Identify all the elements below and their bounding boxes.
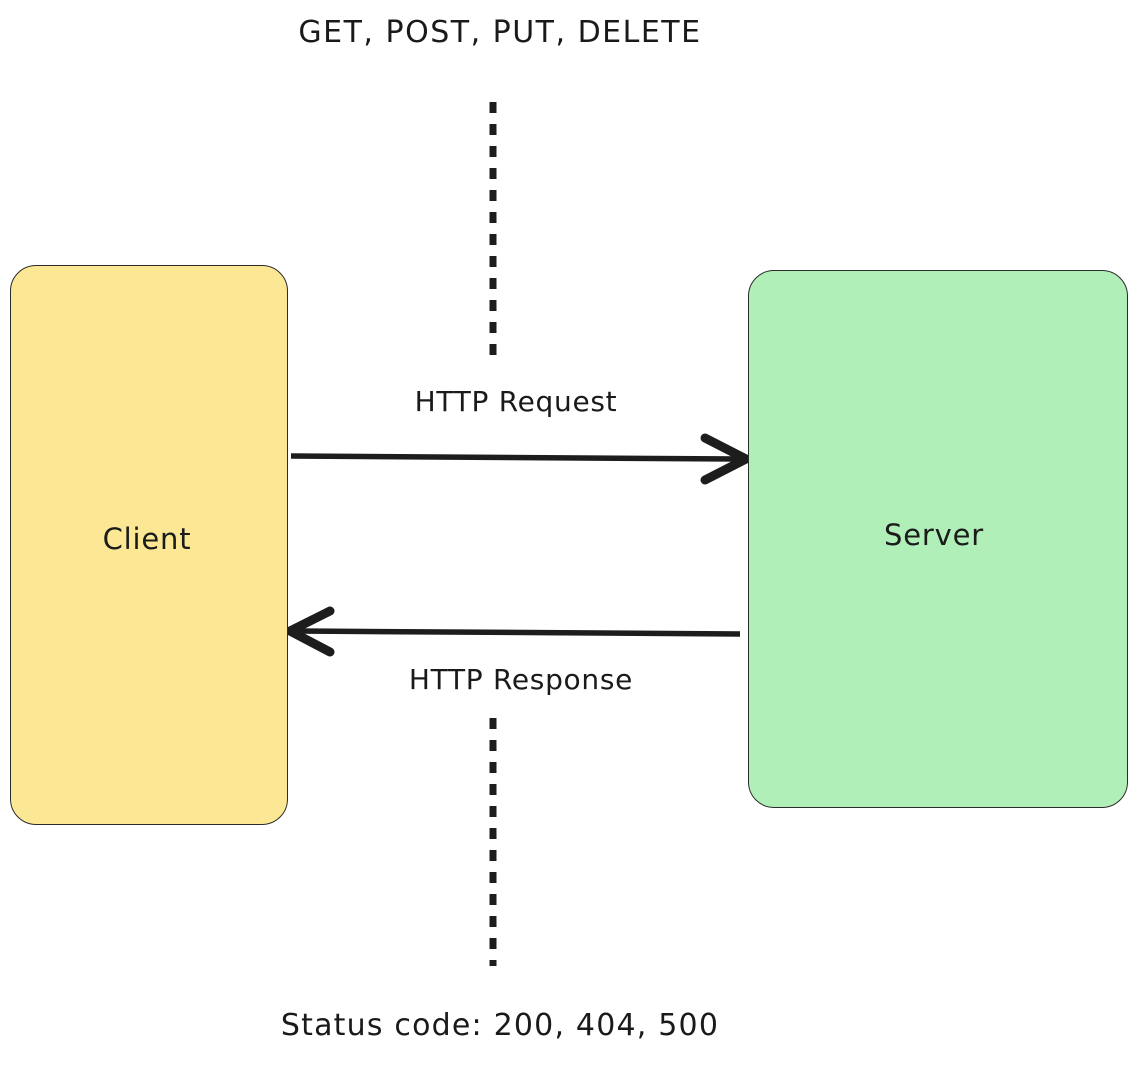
node-client-label: Client xyxy=(102,522,192,556)
node-client[interactable]: Client xyxy=(10,265,288,825)
request-arrow-head xyxy=(700,433,751,485)
node-client-label-wrap: Client xyxy=(103,522,192,556)
status-codes-annotation: Status code: 200, 404, 500 xyxy=(280,1008,720,1043)
edge-label-http-response: HTTP Response xyxy=(408,663,634,696)
node-server-label: Server xyxy=(884,518,984,552)
node-server[interactable]: Server xyxy=(748,270,1128,808)
http-methods-annotation: GET, POST, PUT, DELETE xyxy=(298,15,702,50)
response-arrow-head xyxy=(285,606,335,657)
request-arrow-shaft xyxy=(290,453,738,462)
edge-label-http-request: HTTP Request xyxy=(414,385,618,418)
response-arrow-shaft xyxy=(297,628,741,637)
node-server-label-wrap: Server xyxy=(884,518,984,552)
